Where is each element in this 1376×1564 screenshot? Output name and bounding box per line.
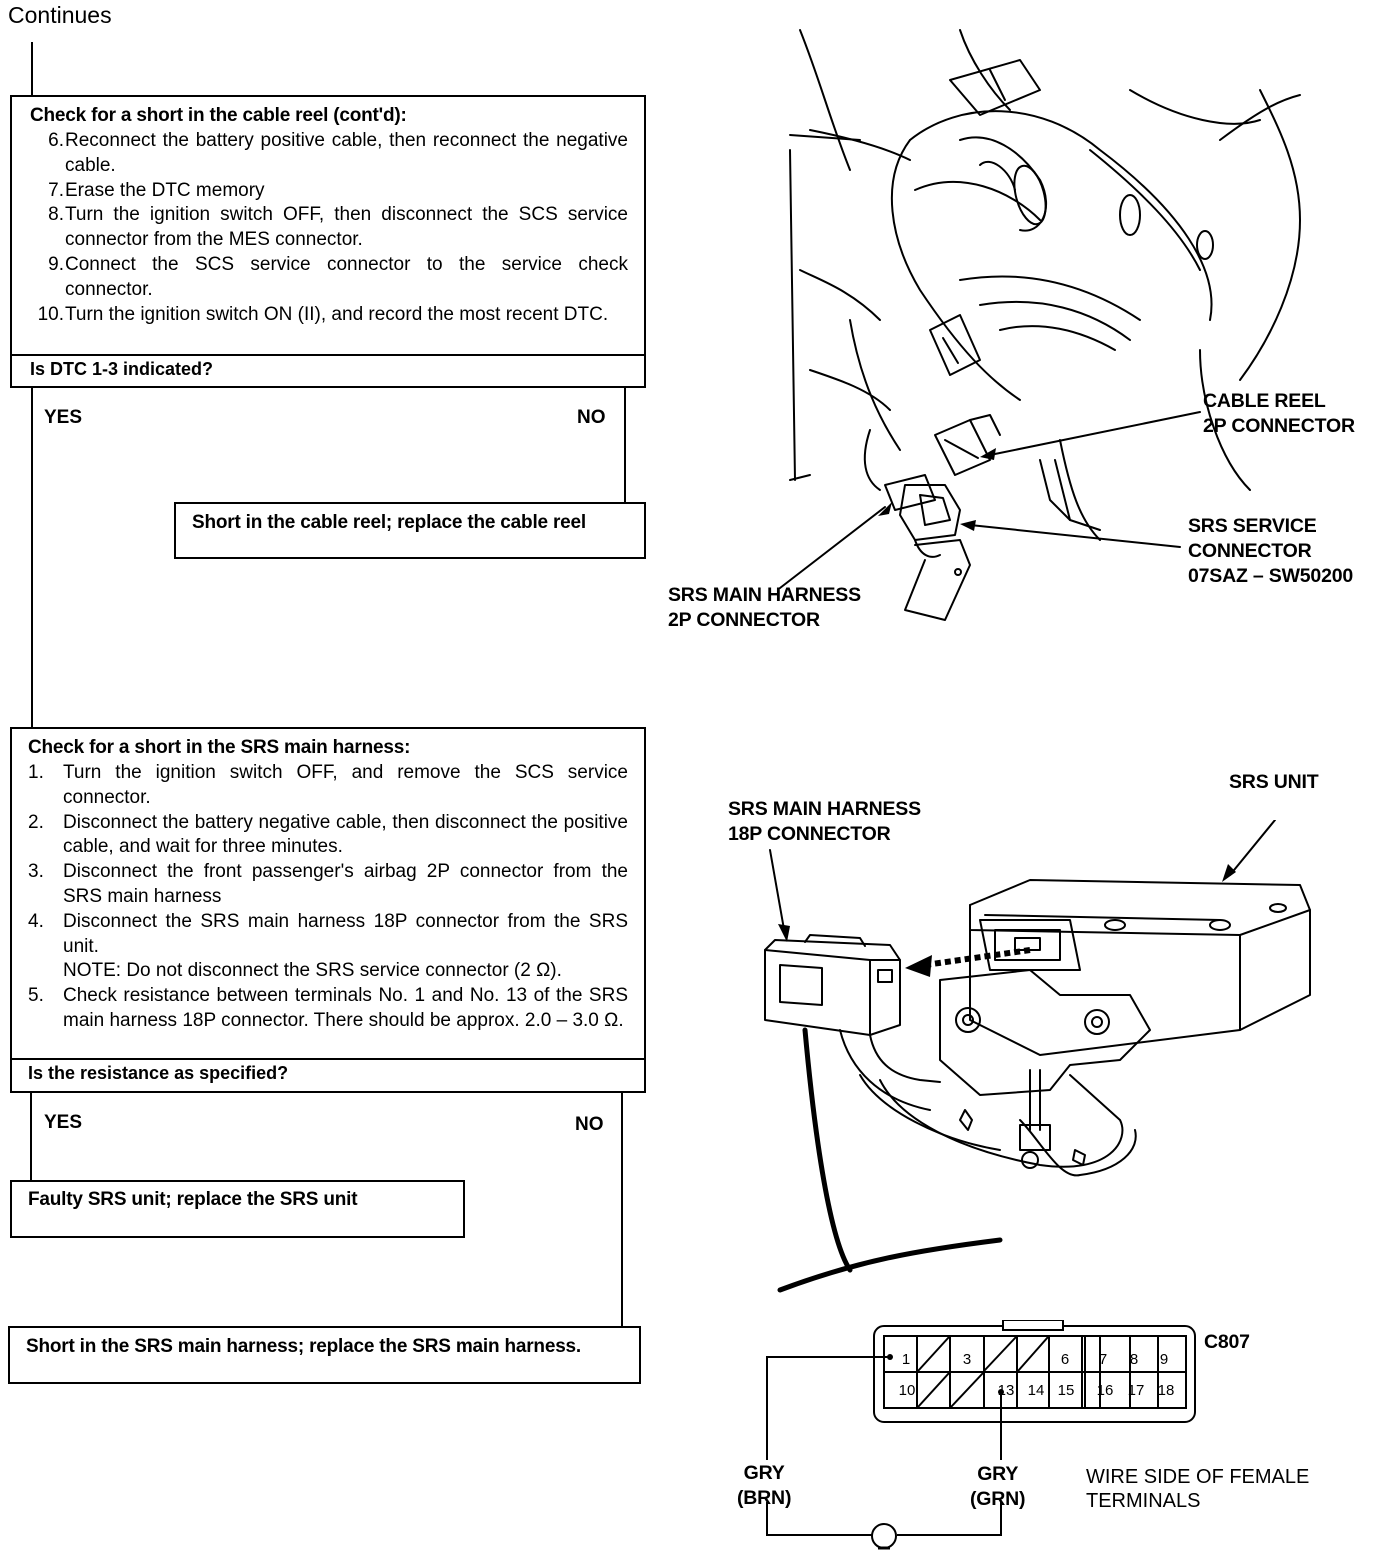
cable-reel-check-box: Check for a short in the cable reel (con… [10, 95, 646, 388]
yes-label: YES [44, 407, 83, 428]
pin-13: 13 [998, 1382, 1015, 1399]
flow-line [624, 387, 626, 504]
step-item: 9.Connect the SCS service connector to t… [48, 253, 628, 300]
srs-unit-result-box: Faulty SRS unit; replace the SRS unit [10, 1180, 465, 1238]
flow-line [31, 42, 33, 97]
note-item: NOTE: Do not disconnect the SRS service … [63, 960, 562, 982]
step-item: 2.Disconnect the battery negative cable,… [28, 811, 628, 858]
resistance-question: Is the resistance as specified? [12, 1058, 644, 1093]
step-item: 7.Erase the DTC memory [48, 179, 265, 201]
connector-latch [1002, 1320, 1064, 1331]
cable-reel-steps: 6.Reconnect the battery positive cable, … [30, 129, 628, 327]
yes-label: YES [44, 1112, 83, 1133]
step-item: 10.Turn the ignition switch ON (II), and… [37, 303, 609, 325]
steering-column-illustration [779, 29, 1301, 621]
srs-unit-result-text: Faulty SRS unit; replace the SRS unit [28, 1189, 358, 1210]
step-item: 8.Turn the ignition switch OFF, then dis… [48, 204, 628, 251]
continues-label: Continues [8, 2, 112, 28]
srs-service-connector-label: SRS SERVICE CONNECTOR 07SAZ – SW50200 [1188, 515, 1354, 587]
pin-17: 17 [1128, 1382, 1145, 1399]
harness-result-box: Short in the SRS main harness; replace t… [8, 1326, 641, 1384]
dtc-question: Is DTC 1-3 indicated? [12, 354, 644, 388]
pin-18: 18 [1158, 1382, 1175, 1399]
c807-connector-pinout: 1 3 6 7 8 9 10 13 14 15 16 17 18 [766, 1320, 1196, 1550]
cable-reel-result-text: Short in the cable reel; replace the cab… [192, 512, 586, 533]
no-label: NO [575, 1114, 604, 1135]
flow-line [621, 1092, 623, 1328]
cable-reel-check-title: Check for a short in the cable reel (con… [30, 105, 407, 126]
pin-8: 8 [1130, 1351, 1138, 1368]
step-item: 6.Reconnect the battery positive cable, … [48, 130, 628, 176]
harness-check-title: Check for a short in the SRS main harnes… [28, 737, 411, 758]
pin-6: 6 [1061, 1351, 1069, 1368]
cable-reel-result-box: Short in the cable reel; replace the cab… [174, 502, 646, 559]
harness-check-box: Check for a short in the SRS main harnes… [10, 727, 646, 1093]
srs-main-harness-2p-label: SRS MAIN HARNESS 2P CONNECTOR [668, 584, 861, 631]
harness-steps: 1.Turn the ignition switch OFF, and remo… [28, 761, 628, 1034]
no-label: NO [577, 407, 606, 428]
step-item: 4.Disconnect the SRS main harness 18P co… [28, 910, 628, 957]
pin-7: 7 [1099, 1351, 1107, 1368]
srs-unit-illustration [764, 820, 1311, 1293]
pin-3: 3 [963, 1351, 971, 1368]
step-item: 3.Disconnect the front passenger's airba… [28, 861, 628, 907]
wire-color-left: GRY (BRN) [737, 1462, 792, 1509]
wire-color-right: GRY (GRN) [970, 1463, 1026, 1510]
harness-result-text: Short in the SRS main harness; replace t… [26, 1336, 582, 1357]
flow-line [31, 387, 33, 729]
pin-16: 16 [1097, 1382, 1114, 1399]
pin-15: 15 [1058, 1382, 1075, 1399]
flow-line [30, 1092, 32, 1182]
connector-id: C807 [1204, 1331, 1250, 1353]
pin-10: 10 [899, 1382, 916, 1399]
cable-reel-connector-label: CABLE REEL 2P CONNECTOR [1203, 390, 1355, 437]
step-item: 1.Turn the ignition switch OFF, and remo… [28, 762, 628, 808]
step-item: 5.Check resistance between terminals No.… [28, 985, 628, 1031]
wire-side-note: WIRE SIDE OF FEMALE TERMINALS [1086, 1466, 1310, 1512]
srs-main-harness-18p-label: SRS MAIN HARNESS 18P CONNECTOR [728, 798, 921, 845]
pin-14: 14 [1028, 1382, 1045, 1399]
pin-9: 9 [1160, 1351, 1168, 1368]
pin-1: 1 [902, 1351, 910, 1368]
srs-unit-label: SRS UNIT [1229, 771, 1319, 793]
